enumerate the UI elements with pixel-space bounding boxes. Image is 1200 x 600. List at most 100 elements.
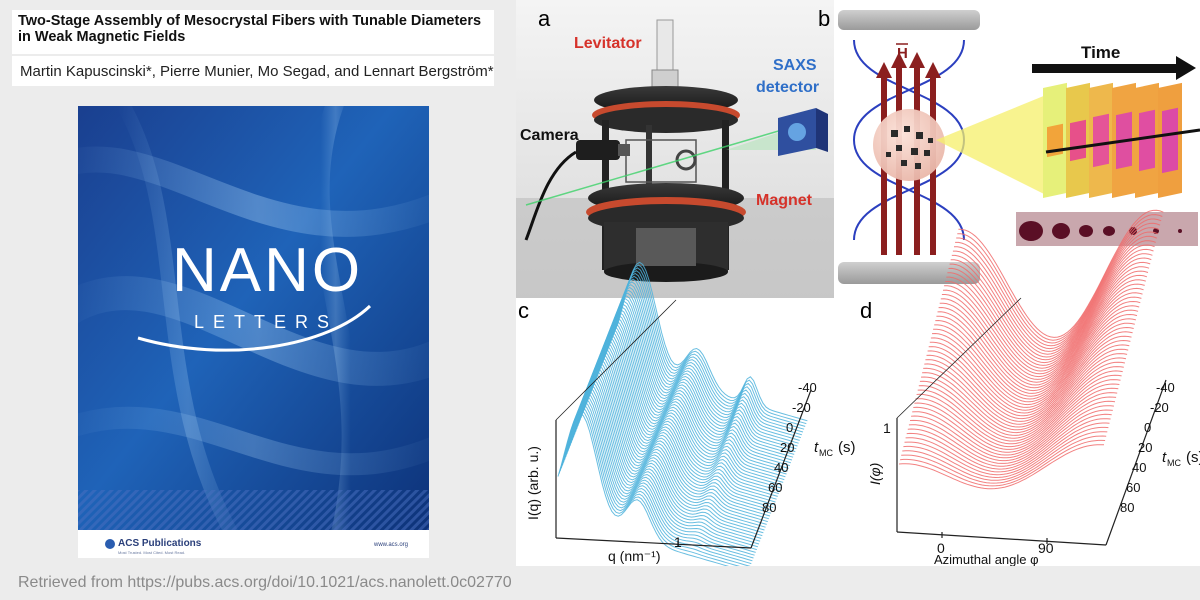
waterfall-trace <box>946 257 1152 369</box>
waterfall-trace <box>570 379 762 539</box>
waterfall-trace <box>605 289 797 450</box>
journal-name-top: NANO <box>172 236 363 305</box>
waterfall-trace <box>911 396 1117 459</box>
waterfall-trace <box>557 412 749 573</box>
waterfall-trace <box>933 309 1139 403</box>
waterfall-trace <box>602 298 794 458</box>
waterfall-trace <box>929 322 1135 411</box>
waterfall-trace <box>930 318 1137 408</box>
waterfall-trace <box>601 300 793 461</box>
panel-d-xtick-0: 0 <box>937 540 945 556</box>
waterfall-trace <box>608 284 799 444</box>
panel-c-xtick: 1 <box>674 534 682 550</box>
waterfall-trace <box>907 409 1113 467</box>
panel-d-t-sub: MC <box>1167 458 1181 468</box>
panel-d-ylabel: I(φ) <box>867 463 883 485</box>
waterfall-trace <box>607 286 798 447</box>
acs-logo-icon <box>105 539 115 549</box>
camera-label: Camera <box>520 127 579 144</box>
waterfall-trace <box>937 292 1143 392</box>
waterfall-trace <box>600 303 792 464</box>
t-tick-label: -20 <box>1150 400 1169 415</box>
waterfall-trace <box>923 348 1129 428</box>
panel-d-ytick: 1 <box>883 420 891 436</box>
waterfall-trace <box>942 270 1149 378</box>
t-tick-label: 0 <box>786 420 793 435</box>
panel-d-label: d <box>860 298 872 323</box>
waterfall-trace <box>917 370 1123 442</box>
waterfall-trace <box>561 401 753 562</box>
waterfall-trace <box>586 340 777 500</box>
waterfall-trace <box>609 281 800 441</box>
panel-d-xlabel: Azimuthal angle φ <box>934 552 1039 566</box>
paper-title: Two-Stage Assembly of Mesocrystal Fibers… <box>18 13 482 45</box>
waterfall-trace <box>580 354 772 514</box>
waterfall-trace <box>904 422 1110 476</box>
waterfall-trace <box>931 313 1138 406</box>
waterfall-trace <box>588 334 779 495</box>
t-tick-label: -20 <box>792 400 811 415</box>
waterfall-d <box>898 209 1164 490</box>
t-tick-label: 20 <box>1138 440 1152 455</box>
waterfall-trace <box>567 387 759 548</box>
waterfall-trace <box>903 426 1109 479</box>
waterfall-trace <box>568 384 760 545</box>
saxs-frames <box>1043 82 1182 198</box>
publisher-name: ACS Publications <box>118 538 202 549</box>
waterfall-trace <box>576 365 767 525</box>
levitator-label: Levitator <box>574 35 642 52</box>
waterfall-trace <box>900 439 1106 487</box>
waterfall-trace <box>936 296 1142 394</box>
waterfall-trace <box>916 374 1122 445</box>
waterfall-trace <box>610 278 801 439</box>
waterfall-trace <box>918 366 1124 439</box>
waterfall-trace <box>935 300 1141 397</box>
figure-svg: Levitator SAXS detector Camera Magnet a <box>516 0 1200 573</box>
panel-c-t-sub: MC <box>819 448 833 458</box>
waterfall-trace <box>558 410 750 570</box>
waterfall-trace <box>951 235 1157 355</box>
waterfall-trace <box>582 348 774 509</box>
waterfall-trace <box>611 275 803 436</box>
panel-c: c I(q) (arb. u.) q (nm⁻¹) 1 -40-20020406… <box>518 261 856 573</box>
waterfall-trace <box>594 317 786 478</box>
paper-authors: Martin Kapuscinski*, Pierre Munier, Mo S… <box>20 63 494 80</box>
t-tick-label: -40 <box>1156 380 1175 395</box>
t-tick-label: 60 <box>768 480 782 495</box>
title-box <box>12 10 494 54</box>
t-tick-label: 0 <box>1144 420 1151 435</box>
waterfall-trace <box>954 227 1160 350</box>
waterfall-trace <box>915 379 1121 448</box>
waterfall-trace <box>575 368 766 528</box>
panel-d-t-unit: (s) <box>1186 449 1200 466</box>
waterfall-trace <box>612 272 804 433</box>
cover-art: NANO LETTERS ACS Publications Most Trust… <box>78 106 429 558</box>
waterfall-trace <box>559 407 751 567</box>
waterfall-trace <box>952 231 1159 352</box>
waterfall-trace <box>948 248 1154 364</box>
waterfall-trace <box>589 331 781 492</box>
waterfall-trace <box>920 357 1127 434</box>
waterfall-trace <box>898 444 1105 490</box>
panel-c-xlabel: q (nm⁻¹) <box>608 548 661 564</box>
waterfall-trace <box>902 431 1108 481</box>
t-tick-label: 40 <box>774 460 788 475</box>
panel-b: H Time b <box>818 0 1200 298</box>
waterfall-trace <box>592 323 784 483</box>
waterfall-trace <box>926 335 1132 420</box>
waterfall-trace <box>949 244 1155 361</box>
waterfall-trace <box>587 337 778 497</box>
saxs-label-line2: detector <box>756 79 819 96</box>
t-tick-label: 40 <box>1132 460 1146 475</box>
waterfall-trace <box>604 292 796 453</box>
waterfall-trace <box>613 270 805 430</box>
t-tick-label: 20 <box>780 440 794 455</box>
waterfall-trace <box>616 261 808 422</box>
waterfall-trace <box>934 305 1140 400</box>
waterfall-trace <box>939 283 1145 386</box>
panel-d-t-label: t <box>1162 449 1167 466</box>
source-note: Retrieved from https://pubs.acs.org/doi/… <box>18 574 512 591</box>
waterfall-trace <box>581 351 773 511</box>
